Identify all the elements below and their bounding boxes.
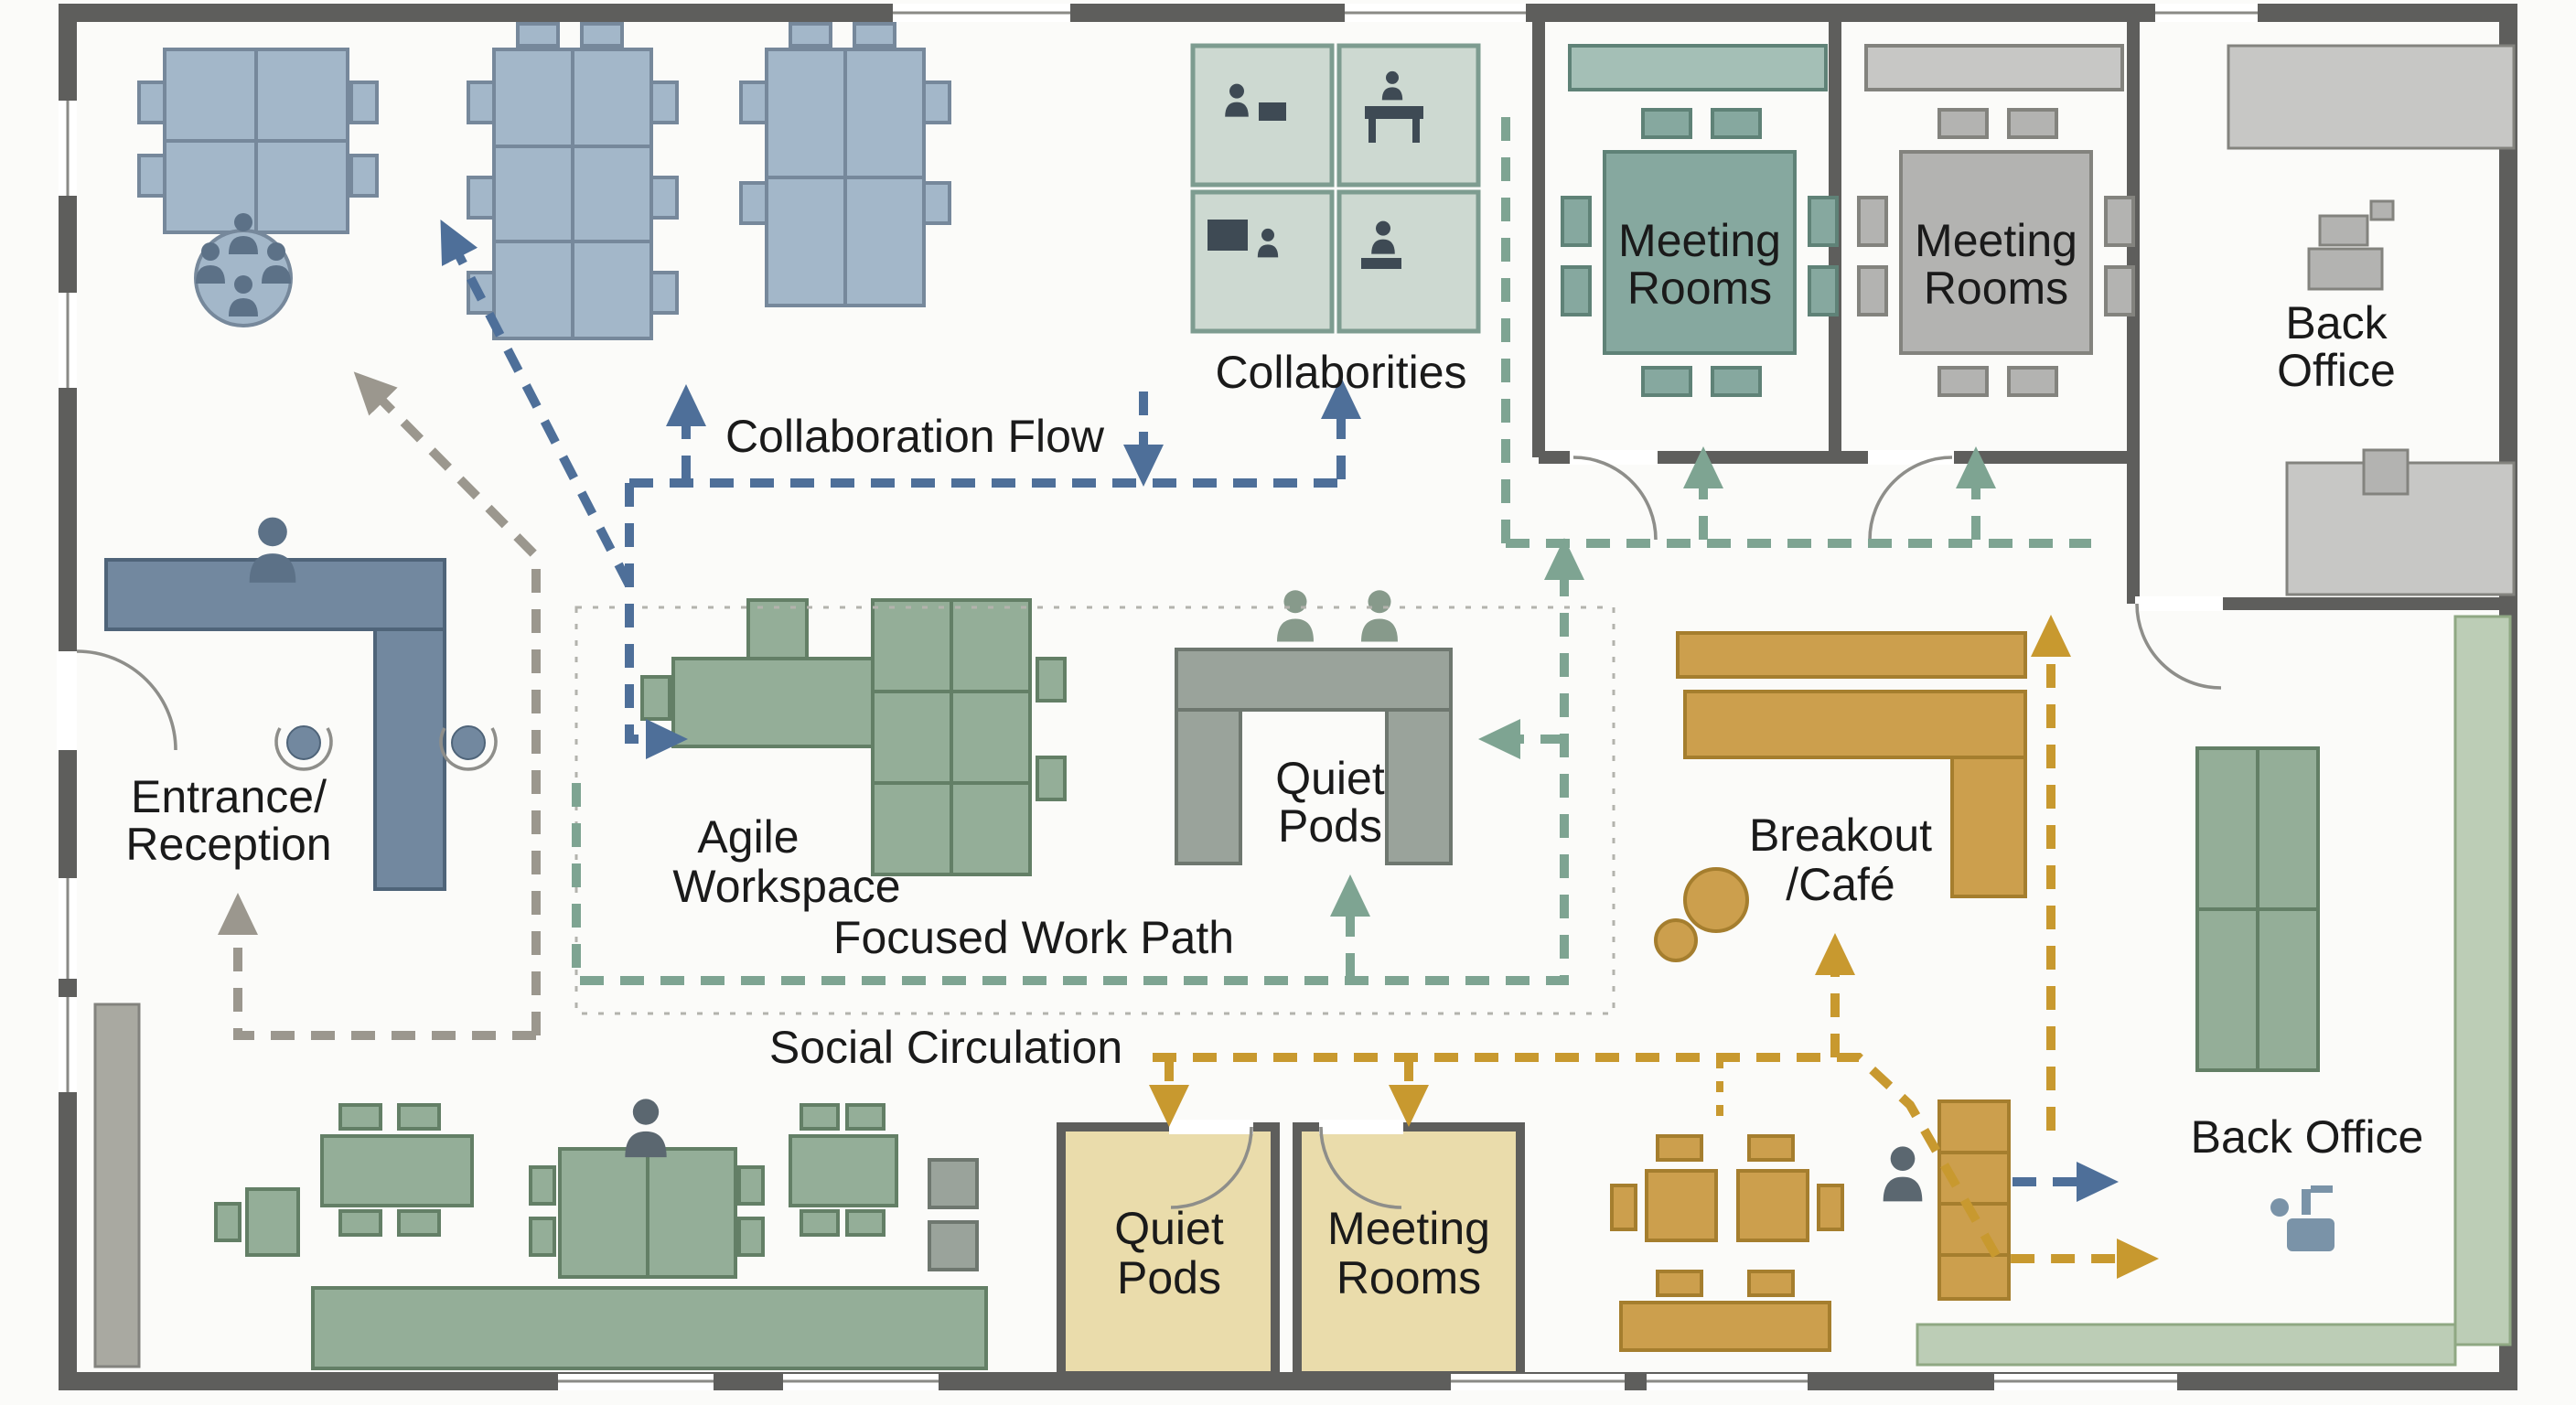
left-strip: [93, 1003, 141, 1368]
credenza: [1568, 44, 1828, 91]
focused-work-paths: [572, 117, 2091, 985]
meeting-room-1: [1561, 44, 1839, 397]
breakout-cafe-label: /Café: [1786, 859, 1895, 910]
desk: [320, 1134, 474, 1207]
side-strip: [2453, 615, 2512, 1346]
meeting-rooms-2-label: Rooms: [1924, 263, 2068, 314]
meeting-rooms-bottom-label: Rooms: [1336, 1252, 1481, 1303]
meeting-rooms-bottom-label: Meeting: [1327, 1203, 1490, 1254]
focused-zone-outline: [574, 606, 1615, 1015]
collaborities-label: Collaborities: [1215, 347, 1466, 398]
visitor-chairs: [274, 725, 498, 771]
meeting-rooms-1-label: Meeting: [1618, 215, 1781, 266]
labels: Collaboration Flow Collaborities Meeting…: [125, 215, 2423, 1303]
social-circulation-path: [1153, 1053, 2159, 1279]
whiteboard-icon: [1208, 220, 1248, 251]
cafe-counter: [1676, 631, 2027, 679]
agile-workspace-label: Workspace: [672, 861, 900, 912]
collaboration-flow-path: [625, 483, 688, 759]
windows: [59, 4, 2258, 1390]
quiet-pods-room-door-arc: [1170, 1126, 1253, 1209]
visitor-chair-icon: [451, 725, 486, 760]
collaboration-flow-paths: [440, 220, 2119, 1202]
desk: [789, 1134, 898, 1207]
entrance-label: Entrance/: [131, 771, 327, 822]
stool-icon: [1683, 867, 1749, 933]
entrance-door-arc: [76, 649, 177, 751]
meeting-table: [1899, 150, 2093, 355]
sink-icon: [2270, 1185, 2334, 1251]
focused-work-path-label: Focused Work Path: [833, 912, 1234, 963]
quiet-pods-desk: [1175, 648, 1453, 865]
credenza: [1864, 44, 2124, 91]
desk: [245, 1187, 300, 1257]
breakout-cafe-furniture: [1654, 631, 2027, 962]
entrance-label: Reception: [125, 819, 331, 870]
back-office-top-label: Office: [2277, 345, 2396, 396]
focused-work-path: [572, 538, 1584, 985]
collaboration-flow-label: Collaboration Flow: [725, 411, 1105, 462]
back-office-bottom-furniture: [1916, 615, 2512, 1367]
meeting-rooms-bottom-room: [1293, 1122, 1525, 1380]
bottom-left-desks: [214, 1103, 988, 1370]
agile-workspace-desks: [640, 598, 1067, 876]
quiet-pods-center-label: Pods: [1278, 800, 1382, 852]
back-office-bottom-label: Back Office: [2191, 1111, 2424, 1163]
social-circulation-paths: [1149, 615, 2159, 1279]
meeting-room-bottom-door-arc: [1319, 1126, 1402, 1209]
bench: [1619, 1301, 1831, 1352]
backoffice-door-arc: [2135, 603, 2222, 690]
stool-icon: [1654, 918, 1698, 962]
meeting-rooms-2-label: Meeting: [1915, 215, 2077, 266]
cafe-table: [1736, 1169, 1809, 1242]
back-office-top: [2227, 44, 2516, 596]
quiet-pods-center-label: Quiet: [1275, 753, 1385, 804]
door-openings: [57, 450, 2223, 1209]
meeting-rooms-1-label: Rooms: [1627, 263, 1772, 314]
visitor-chair-icon: [286, 725, 321, 760]
mr2-door-arc: [1868, 456, 1953, 541]
cafe-seating: [1610, 1099, 2011, 1352]
mr1-door-arc: [1572, 456, 1658, 541]
bottom-strip: [1916, 1323, 2457, 1367]
long-counter: [311, 1286, 988, 1370]
cafe-counter-l: [1683, 690, 2027, 759]
agile-workspace-label: Agile: [697, 811, 799, 863]
counter: [2227, 44, 2516, 150]
social-circulation-label: Social Circulation: [769, 1022, 1122, 1073]
bottom-left-storage: [928, 1158, 979, 1271]
open-workspace-desks: [137, 22, 951, 340]
cabinet: [1937, 1099, 2011, 1301]
entry-circulation-path: [217, 893, 536, 1040]
collaboration-flow-path: [440, 220, 634, 588]
back-office-top-label: Back: [2285, 297, 2388, 349]
quiet-pods-bottom-label: Pods: [1117, 1252, 1221, 1303]
collab-cell: [1190, 189, 1335, 334]
box-icon: [2362, 448, 2410, 496]
entry-circulation-paths: [217, 371, 541, 1040]
copier-icon: [2318, 214, 2369, 247]
meeting-room-2: [1857, 44, 2135, 397]
breakout-cafe-label: Breakout: [1749, 810, 1932, 861]
copier-icon: [2307, 247, 2384, 291]
collab-cell: [1336, 189, 1481, 334]
meeting-table: [1603, 150, 1797, 355]
cafe-table: [1645, 1169, 1718, 1242]
quiet-pods-bottom-label: Quiet: [1114, 1203, 1224, 1254]
collaborities-icons: [1208, 70, 1423, 269]
